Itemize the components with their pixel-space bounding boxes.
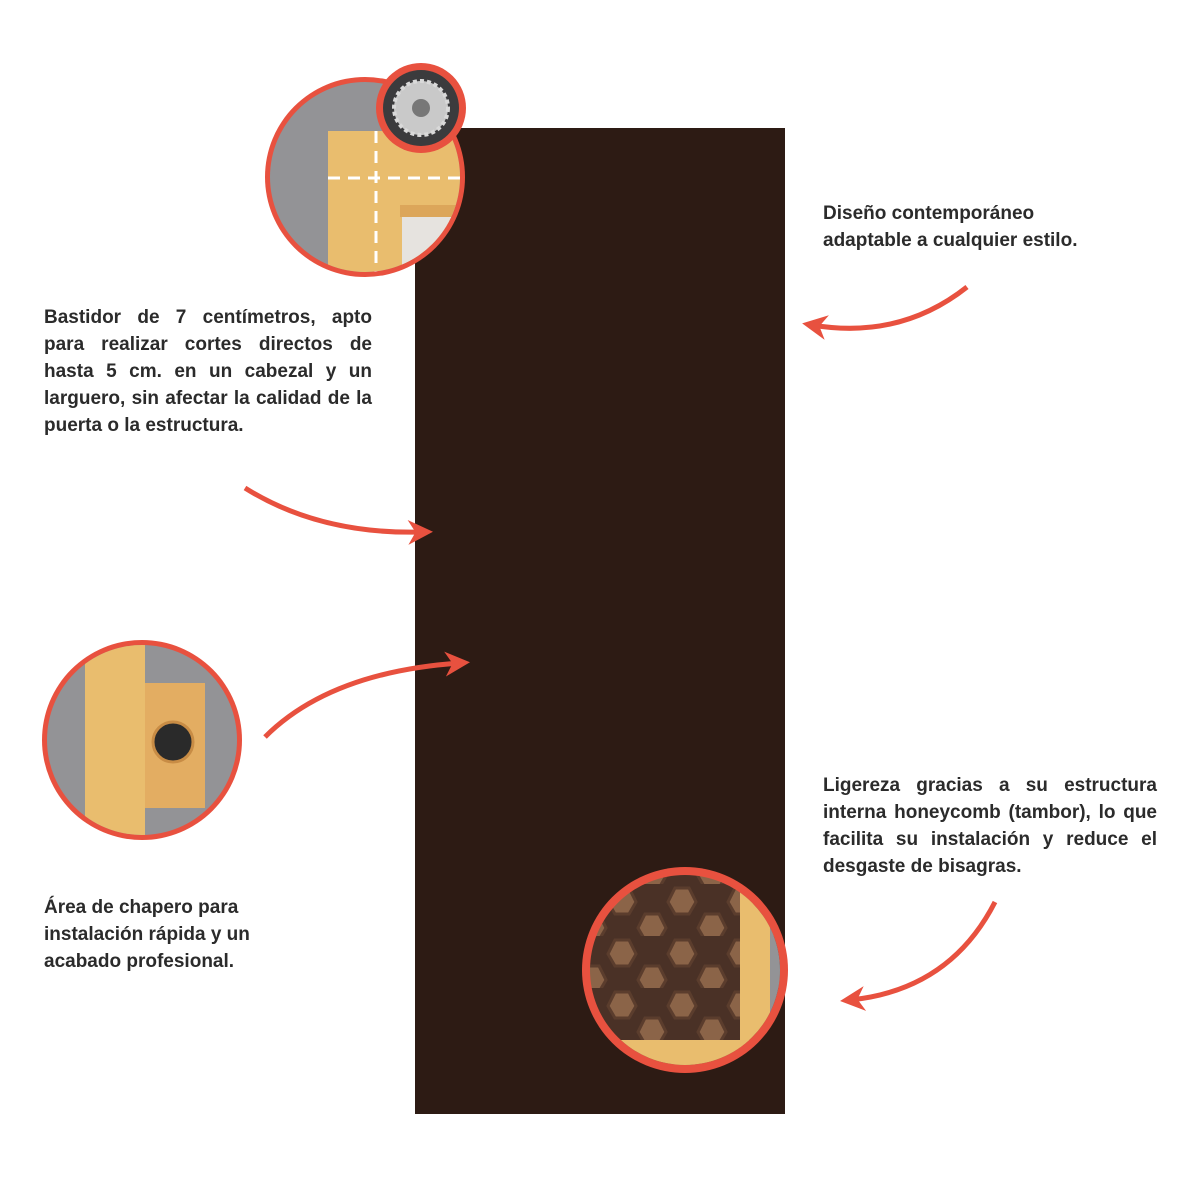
lock-area-detail bbox=[42, 640, 242, 840]
frame-description: Bastidor de 7 centímetros, apto para rea… bbox=[44, 307, 372, 436]
frame-cut-detail bbox=[265, 63, 466, 277]
lock-area-description: Área de chapero para instalación rápida … bbox=[44, 897, 250, 972]
saw-blade-icon bbox=[392, 79, 450, 137]
arrow-honeycomb bbox=[840, 900, 998, 1011]
lightness-description: Ligereza gracias a su estructura interna… bbox=[823, 775, 1157, 877]
arrow-design bbox=[802, 285, 969, 340]
arrow-frame bbox=[243, 485, 433, 545]
honeycomb-detail bbox=[582, 867, 788, 1073]
design-description: Diseño contemporáneo adaptable a cualqui… bbox=[823, 203, 1078, 251]
arrow-lock-area bbox=[263, 651, 470, 739]
